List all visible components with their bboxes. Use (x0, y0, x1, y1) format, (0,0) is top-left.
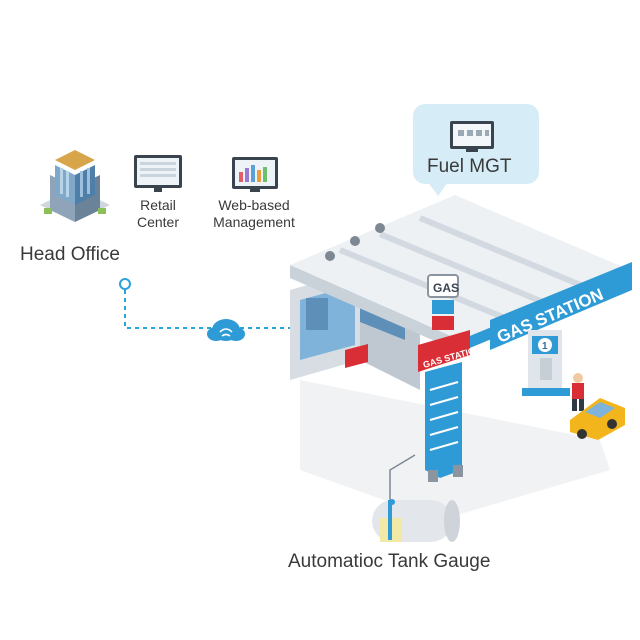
fuel-mgt-monitor-icon (450, 121, 494, 152)
gas-sign-post (427, 274, 459, 330)
retail-center-label-line1: Retail (140, 197, 176, 213)
head-office-building-icon (40, 150, 110, 222)
underground-tank (372, 499, 460, 542)
head-office-label: Head Office (20, 244, 120, 265)
attendant-figure (572, 373, 584, 411)
web-management-label: Web-based Management (202, 197, 306, 231)
pump-number: 1 (542, 341, 548, 352)
pole-sign (418, 330, 470, 482)
web-management-label-line1: Web-based (218, 197, 290, 213)
taxi-car (570, 398, 625, 440)
head-office-node (119, 278, 131, 290)
network-link (124, 290, 300, 329)
retail-center-label-line2: Center (136, 214, 180, 230)
retail-center-label: Retail Center (128, 197, 188, 231)
pump-island (522, 330, 570, 396)
fuel-mgt-label: Fuel MGT (427, 156, 512, 177)
cloud-icon (207, 319, 245, 341)
web-management-monitor-icon (232, 157, 278, 192)
tank-gauge-label: Automatioc Tank Gauge (288, 551, 491, 572)
probe-cable (389, 454, 416, 505)
gas-sign-text: GAS (433, 281, 459, 295)
retail-center-monitor-icon (134, 155, 182, 192)
web-management-label-line2: Management (213, 214, 295, 230)
canopy-sign-band (490, 262, 632, 350)
fuel-mgt-bubble-tail (428, 182, 448, 196)
